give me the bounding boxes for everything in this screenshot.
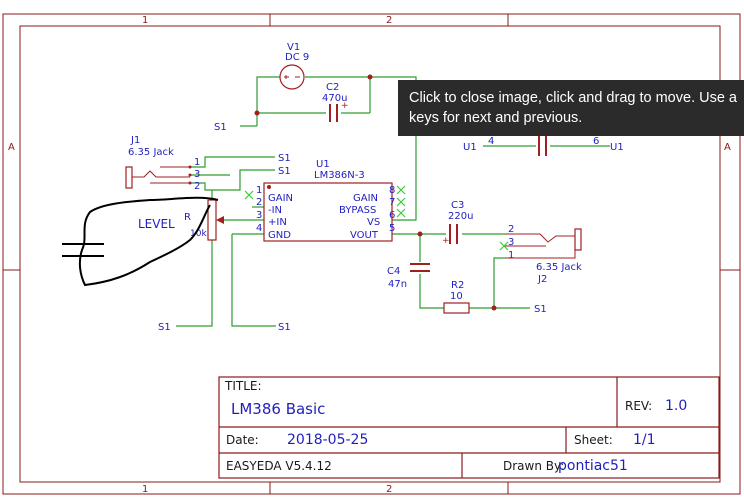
j2-ref: J2 xyxy=(537,274,547,285)
j1-ref: J1 xyxy=(130,135,140,146)
hand-drawn-capacitor-sketch xyxy=(62,196,219,287)
capacitor-c2[interactable]: + C2 470u xyxy=(322,82,349,122)
frame-col-label: 2 xyxy=(386,15,392,26)
u1-value: LM386N-3 xyxy=(314,170,365,181)
image-viewer-tooltip[interactable]: Click to close image, click and drag to … xyxy=(398,80,744,136)
date-label: Date: xyxy=(226,433,259,447)
u1-pin-number: 8 xyxy=(389,185,395,196)
c3-value: 220u xyxy=(448,211,473,222)
net-label-pin: 6 xyxy=(593,136,599,147)
j2-pin: 1 xyxy=(508,250,514,261)
net-label-s1: S1 xyxy=(534,304,547,315)
net-label-s1: S1 xyxy=(278,153,291,164)
frame-row-label: A xyxy=(8,142,15,153)
jack-j2[interactable]: 2 3 1 6.35 Jack J2 xyxy=(499,224,582,285)
level-value: 10k xyxy=(190,229,207,239)
net-label-s1: S1 xyxy=(214,122,227,133)
software-label: EASYEDA V5.4.12 xyxy=(226,459,332,473)
sheet-label: Sheet: xyxy=(574,433,613,447)
capacitor-u1-pin4-pin6[interactable]: U1 4 6 U1 xyxy=(463,136,624,156)
capacitor-c3[interactable]: + C3 220u xyxy=(442,200,473,246)
u1-pin-label: GND xyxy=(268,230,291,241)
title-value: LM386 Basic xyxy=(231,400,325,418)
drawn-by-label: Drawn By: xyxy=(503,459,564,473)
u1-pin-number: 5 xyxy=(389,223,395,234)
capacitor-c4[interactable]: C4 47n xyxy=(387,263,430,290)
c4-value: 47n xyxy=(388,279,407,290)
title-block xyxy=(218,376,720,479)
c4-ref: C4 xyxy=(387,266,400,277)
rev-value: 1.0 xyxy=(665,398,687,414)
u1-pin-label: +IN xyxy=(268,217,287,228)
v1-ref: V1 xyxy=(287,42,300,53)
potentiometer-level[interactable]: LEVEL R 10k xyxy=(138,199,224,241)
resistor-r2[interactable]: R2 10 xyxy=(443,280,470,314)
u1-pin-label: -IN xyxy=(268,205,282,216)
frame-col-label: 2 xyxy=(386,484,392,495)
j1-pin: 2 xyxy=(194,181,200,192)
net-label-s1: S1 xyxy=(278,166,291,177)
c2-ref: C2 xyxy=(326,82,339,93)
drawing-frame xyxy=(2,13,741,495)
u1-pin-number: 6 xyxy=(389,210,395,221)
j1-pin: 3 xyxy=(194,169,200,180)
j1-pin: 1 xyxy=(194,157,200,168)
u1-pin-label: GAIN xyxy=(268,193,293,204)
c3-plus: + xyxy=(442,236,450,246)
c2-value: 470u xyxy=(322,93,347,104)
net-label-u1: U1 xyxy=(610,142,624,153)
date-value: 2018-05-25 xyxy=(287,432,368,448)
jack-j1[interactable]: J1 6.35 Jack 1 3 2 xyxy=(125,135,200,192)
u1-pin-number: 1 xyxy=(256,185,262,196)
net-label-pin: 4 xyxy=(488,136,494,147)
r2-ref: R2 xyxy=(451,280,464,291)
u1-pin-number: 7 xyxy=(389,197,395,208)
v1-value: DC 9 xyxy=(285,52,309,63)
frame-col-label: 1 xyxy=(142,484,148,495)
frame-col-label: 1 xyxy=(142,15,148,26)
frame-row-label: A xyxy=(724,142,731,153)
j2-pin: 3 xyxy=(508,237,514,248)
ic-u1[interactable]: U1 LM386N-3 1 2 3 4 GAIN -IN +IN GND 8 7… xyxy=(244,159,406,242)
level-letter: R xyxy=(184,212,191,223)
c3-ref: C3 xyxy=(451,200,464,211)
net-label-s1: S1 xyxy=(158,322,171,333)
u1-pin-label: VS xyxy=(367,217,380,228)
u1-pin-label: GAIN xyxy=(353,193,378,204)
u1-pin-number: 4 xyxy=(256,223,262,234)
j1-value: 6.35 Jack xyxy=(128,147,174,158)
u1-pin-number: 3 xyxy=(256,210,262,221)
sheet-value: 1/1 xyxy=(633,432,656,448)
level-ref: LEVEL xyxy=(138,217,175,231)
u1-pin-label: VOUT xyxy=(350,230,379,241)
title-label: TITLE: xyxy=(224,379,262,393)
net-label-s1: S1 xyxy=(278,322,291,333)
u1-ref: U1 xyxy=(316,159,330,170)
rev-label: REV: xyxy=(625,399,652,413)
u1-pin-label: BYPASS xyxy=(339,205,376,216)
u1-pin-number: 2 xyxy=(256,197,262,208)
junctions xyxy=(254,74,497,311)
r2-value: 10 xyxy=(450,291,463,302)
net-label-u1: U1 xyxy=(463,142,477,153)
drawn-by-value: pontiac51 xyxy=(558,458,628,474)
voltage-source-v1[interactable]: V1 DC 9 xyxy=(279,42,309,90)
j2-pin: 2 xyxy=(508,224,514,235)
j2-value: 6.35 Jack xyxy=(536,262,582,273)
c2-plus: + xyxy=(341,101,349,111)
